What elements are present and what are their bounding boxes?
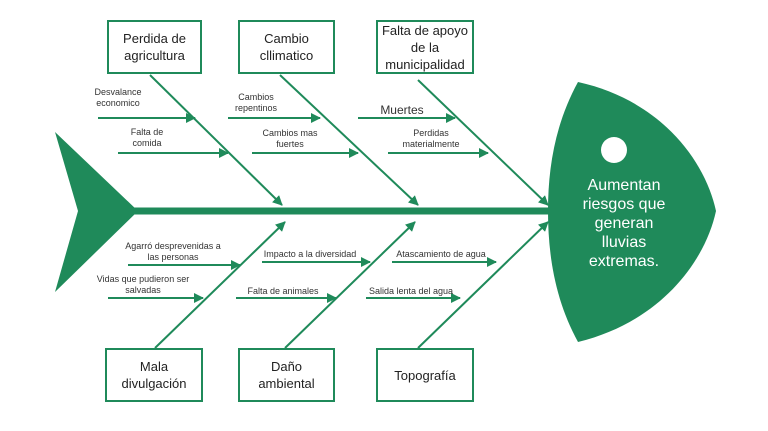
bone-cambio-climatico — [279, 74, 419, 206]
bone-perdida-agricultura — [149, 74, 283, 206]
bone-dano-ambiental — [284, 221, 416, 349]
cause-label: Muertes — [380, 103, 424, 117]
cause-label: Agarró desprevenidas a las personas — [125, 241, 221, 262]
category-box-perdida-agricultura: Perdida de agricultura — [107, 20, 202, 74]
fish-tail — [55, 132, 138, 292]
cause-label: Falta de comida — [130, 127, 164, 148]
category-box-dano-ambiental: Daño ambiental — [238, 348, 335, 402]
category-box-cambio-climatico: Cambio cllimatico — [238, 20, 335, 74]
bone-falta-apoyo — [417, 79, 549, 206]
category-box-mala-divulgacion: Mala divulgación — [105, 348, 203, 402]
category-box-topografia: Topografía — [376, 348, 474, 402]
cause-label: Salida lenta del agua — [368, 286, 454, 296]
cause-label: Cambios mas fuertes — [262, 128, 318, 149]
fish-head — [548, 82, 716, 342]
cause-label: Cambios repentinos — [234, 92, 278, 113]
category-box-falta-apoyo: Falta de apoyo de la municipalidad — [376, 20, 474, 74]
cause-label: Impacto a la diversidad — [263, 249, 357, 259]
cause-label: Atascamiento de agua — [396, 249, 486, 259]
fish-eye — [601, 137, 627, 163]
cause-label: Falta de animales — [247, 286, 319, 296]
cause-label: Perdidas materialmente — [402, 128, 460, 149]
cause-label: Vidas que pudieron ser salvadas — [96, 274, 190, 295]
cause-label: Desvalance economico — [94, 87, 142, 108]
effect-text: Aumentan riesgos que generan lluvias ext… — [582, 177, 666, 270]
bone-topografia — [417, 221, 549, 349]
bone-mala-divulgacion — [154, 221, 286, 349]
